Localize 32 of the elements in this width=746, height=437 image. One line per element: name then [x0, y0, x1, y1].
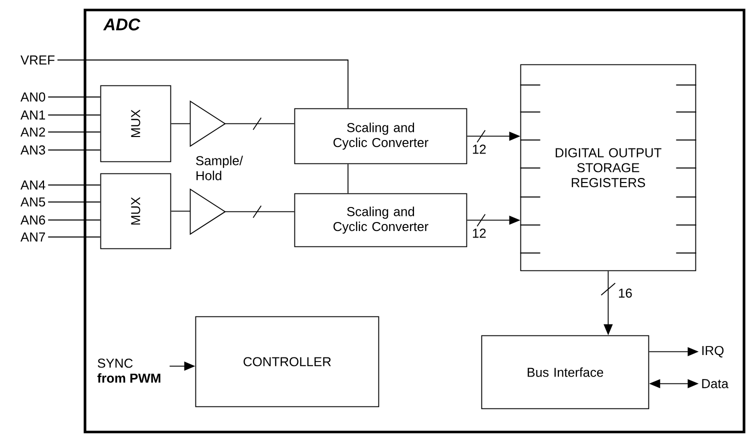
block-box: Scaling and Cyclic Converter [294, 193, 468, 248]
connector-line [224, 117, 295, 130]
connector-line [48, 96, 101, 98]
bus-width-label: 12 [472, 144, 486, 154]
signal-label: Data [702, 379, 728, 388]
connector-line [170, 123, 191, 124]
signal-label: AN3 [20, 145, 46, 155]
connector-line [170, 210, 191, 212]
signal-label: AN2 [20, 127, 45, 137]
connector-line [224, 205, 295, 218]
registers-box: DIGITAL OUTPUT STORAGE REGISTERS [520, 64, 697, 272]
block-box: Scaling and Cyclic Converter [294, 108, 468, 164]
signal-label: AN0 [20, 92, 46, 102]
mux-box: MUX [100, 85, 172, 162]
signal-label: AN1 [20, 110, 46, 120]
bus-width-label: 16 [618, 288, 632, 298]
connector-line [48, 184, 101, 186]
mux-box: MUX [100, 173, 172, 250]
signal-label: AN7 [20, 232, 45, 242]
note-label: Sample/ Hold [196, 156, 243, 180]
signal-label: SYNC from PWM [97, 358, 160, 383]
signal-label: IRQ [702, 346, 724, 358]
bus-width-label: 12 [472, 228, 486, 238]
block-box: CONTROLLER [195, 316, 380, 408]
signal-label: AN6 [20, 215, 46, 225]
connector-line [57, 60, 348, 109]
connector-line [48, 114, 101, 116]
block-box: Bus Interface [481, 335, 650, 410]
signal-label: AN4 [20, 180, 46, 190]
signal-label: AN5 [20, 197, 46, 206]
signal-label: VREF [20, 56, 54, 64]
connector-line [48, 236, 101, 238]
